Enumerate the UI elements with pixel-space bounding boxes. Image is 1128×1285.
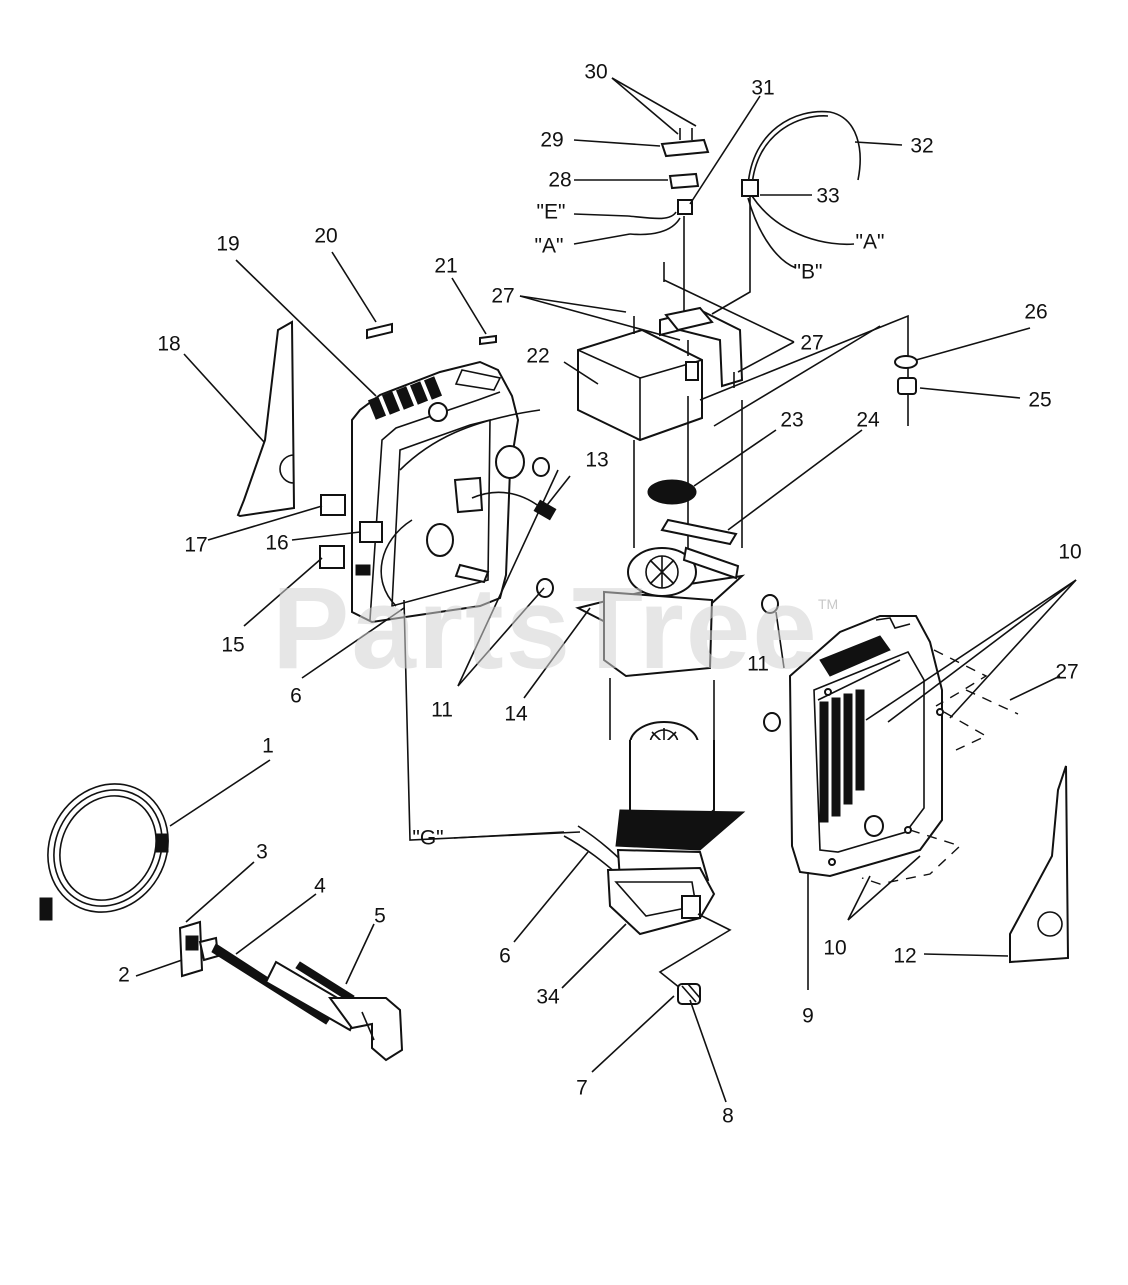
grommet-part-11: [532, 457, 550, 477]
callout-28: 28: [548, 168, 572, 192]
callout-27-top: 27: [491, 284, 515, 308]
label-part-21: [479, 334, 497, 346]
callout-19: 19: [216, 232, 240, 256]
callout-33: 33: [816, 184, 840, 208]
callout-1: 1: [262, 734, 274, 758]
callout-3: 3: [256, 840, 268, 864]
label-part-16: [359, 521, 383, 543]
gasket-part-24: [660, 518, 738, 546]
callout-23: 23: [780, 408, 804, 432]
callout-16: 16: [265, 531, 289, 555]
callout-34: 34: [536, 985, 560, 1009]
callout-A-right: "A": [855, 230, 885, 254]
callout-7: 7: [576, 1076, 588, 1100]
callout-10-bottom: 10: [823, 936, 847, 960]
pump-part-34: [606, 866, 716, 936]
switch-cover-part-29: [660, 138, 710, 158]
cord-part-32: [747, 110, 861, 187]
callout-5: 5: [374, 904, 386, 928]
label-part-17: [320, 494, 346, 516]
callout-11-right: 11: [747, 652, 769, 676]
callout-12: 12: [893, 944, 917, 968]
spray-gun-part-5: [264, 960, 404, 1062]
callout-26: 26: [1024, 300, 1048, 324]
watermark: PartsTree: [272, 563, 819, 693]
callout-27-far-right: 27: [1055, 660, 1079, 684]
fan-shroud-part-14: [575, 546, 746, 678]
plug-part-25: [897, 377, 917, 395]
hose-coil-part-1: [39, 783, 169, 921]
callout-4: 4: [314, 874, 326, 898]
callout-24: 24: [856, 408, 880, 432]
callout-27-right: 27: [800, 331, 824, 355]
callout-32: 32: [910, 134, 934, 158]
callout-30: 30: [584, 60, 608, 84]
callout-20: 20: [314, 224, 338, 248]
tube-part-6: [380, 519, 413, 607]
decal-part-18: [236, 320, 296, 518]
switch-box-part-22: [577, 306, 744, 442]
leader-lines: [135, 77, 1077, 1103]
label-part-20: [366, 322, 393, 340]
callout-25: 25: [1028, 388, 1052, 412]
callout-18: 18: [157, 332, 181, 356]
o-ring-part-26: [894, 355, 918, 369]
filter-part-23: [647, 479, 697, 505]
callout-13: 13: [585, 448, 609, 472]
callout-11-left: 11: [431, 698, 453, 722]
callout-15: 15: [221, 633, 245, 657]
callout-31: 31: [751, 76, 775, 100]
callout-A-left: "A": [534, 234, 564, 258]
motor-assembly: [615, 721, 746, 894]
right-housing-part-9: [788, 615, 944, 878]
callout-14: 14: [504, 702, 528, 726]
callout-10-right: 10: [1058, 540, 1082, 564]
left-housing-part: [351, 360, 541, 624]
callout-17: 17: [184, 533, 208, 557]
label-part-15: [319, 545, 345, 569]
callout-E: "E": [536, 200, 566, 224]
callout-6-bottom: 6: [499, 944, 511, 968]
callout-G: "G": [412, 826, 444, 850]
callout-21: 21: [434, 254, 458, 278]
callout-2: 2: [118, 963, 130, 987]
callout-B: "B": [793, 260, 823, 284]
callout-6-left: 6: [290, 684, 302, 708]
callout-8: 8: [722, 1104, 734, 1128]
callout-9: 9: [802, 1004, 814, 1028]
switch-part-28: [668, 172, 700, 190]
wand-part-4: [198, 936, 331, 1025]
watermark-trademark: TM: [818, 596, 839, 612]
callout-22: 22: [526, 344, 550, 368]
callout-29: 29: [540, 128, 564, 152]
grommet-part-33: [741, 179, 759, 197]
